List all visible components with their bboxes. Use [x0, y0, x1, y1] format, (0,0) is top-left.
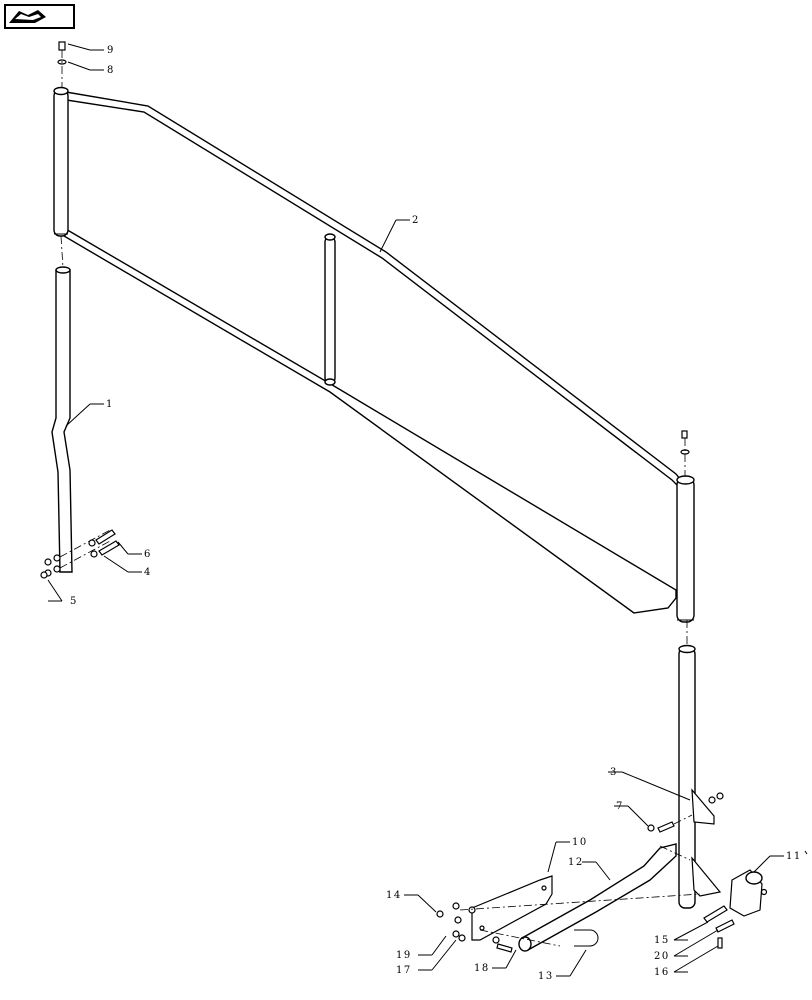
u-bolt-13	[574, 929, 599, 947]
corner-mark	[804, 850, 808, 855]
callout-8[interactable]: 8	[107, 65, 115, 76]
callout-7[interactable]: 7	[616, 801, 624, 812]
callout-6[interactable]: 6	[144, 549, 152, 560]
hardware-14-17-18-19	[436, 893, 701, 953]
left-lower-post	[51, 235, 73, 573]
callout-16[interactable]: 16	[654, 967, 670, 978]
callout-10[interactable]: 10	[572, 837, 588, 848]
arrow-tag-icon	[9, 10, 46, 23]
callout-4[interactable]: 4	[144, 567, 152, 578]
bolt-7	[647, 814, 693, 833]
callout-12[interactable]: 12	[568, 857, 584, 868]
plate-bracket-10	[471, 875, 553, 941]
callout-14[interactable]: 14	[386, 890, 402, 901]
callout-18[interactable]: 18	[474, 963, 490, 974]
leader-lines	[47, 43, 784, 977]
upper-rail-assembly	[53, 86, 695, 623]
top-hardware	[57, 41, 690, 476]
callout-13[interactable]: 13	[538, 971, 554, 982]
callout-2[interactable]: 2	[412, 215, 420, 226]
bolts-15-16-20	[703, 905, 735, 949]
callout-5[interactable]: 5	[70, 596, 78, 607]
callout-9[interactable]: 9	[107, 45, 115, 56]
callout-1[interactable]: 1	[106, 399, 114, 410]
nav-back-button[interactable]	[4, 4, 75, 29]
callout-17[interactable]: 17	[396, 965, 412, 976]
callout-3[interactable]: 3	[610, 767, 618, 778]
callout-11[interactable]: 11	[786, 851, 802, 862]
callout-19[interactable]: 19	[396, 950, 412, 961]
callout-labels: 9 8 2 1 6 4 5 3 7 10 12 11 14 19 17 18 1…	[70, 45, 802, 982]
left-bolt-hardware	[40, 528, 120, 579]
arm-12	[518, 843, 691, 952]
clamp-11	[729, 869, 768, 917]
callout-20[interactable]: 20	[654, 951, 670, 962]
callout-15[interactable]: 15	[654, 935, 670, 946]
right-lower-post	[678, 620, 724, 909]
